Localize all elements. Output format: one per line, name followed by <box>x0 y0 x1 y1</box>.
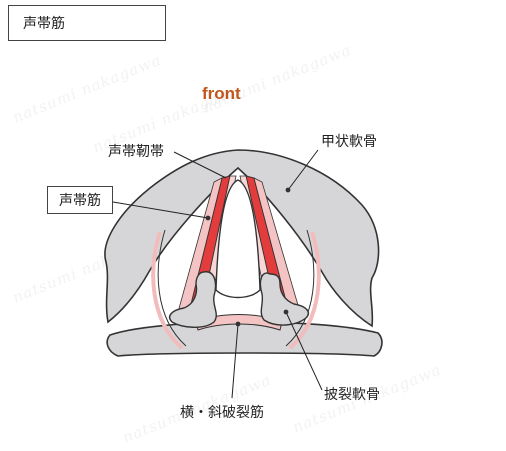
leader-arytenoid <box>285 311 323 391</box>
leader-vocal-ligament <box>173 151 227 179</box>
leader-transverse-dot <box>235 321 241 327</box>
right-arytenoid-cartilage <box>259 272 310 326</box>
right-outer-arc <box>288 231 321 350</box>
leader-vocalis-dot <box>205 215 211 221</box>
cricoid-cartilage-shape <box>106 321 383 357</box>
leader-thyroid <box>287 149 319 191</box>
leader-transverse <box>231 323 239 399</box>
orientation-label: front <box>202 84 241 103</box>
leader-arytenoid-dot <box>283 309 289 315</box>
right-outer-arc-line <box>285 229 315 347</box>
left-arytenoid-cartilage <box>168 271 217 328</box>
label-transverse-oblique-arytenoid: 横・斜破裂筋 <box>180 405 264 421</box>
thyroid-cartilage-shape <box>104 149 380 328</box>
left-outer-arc <box>151 231 184 350</box>
label-arytenoid-cartilage: 披裂軟骨 <box>324 387 380 403</box>
left-outer-arc-line <box>157 229 187 347</box>
label-thyroid-cartilage: 甲状軟骨 <box>321 134 377 150</box>
leader-vocalis-muscle <box>112 201 209 219</box>
leader-thyroid-dot <box>285 187 291 193</box>
label-vocalis-muscle: 声帯筋 <box>47 186 113 214</box>
page-title: 声帯筋 <box>8 5 166 41</box>
glottis-opening <box>215 179 261 299</box>
label-vocal-ligament: 声帯靭帯 <box>108 144 164 160</box>
